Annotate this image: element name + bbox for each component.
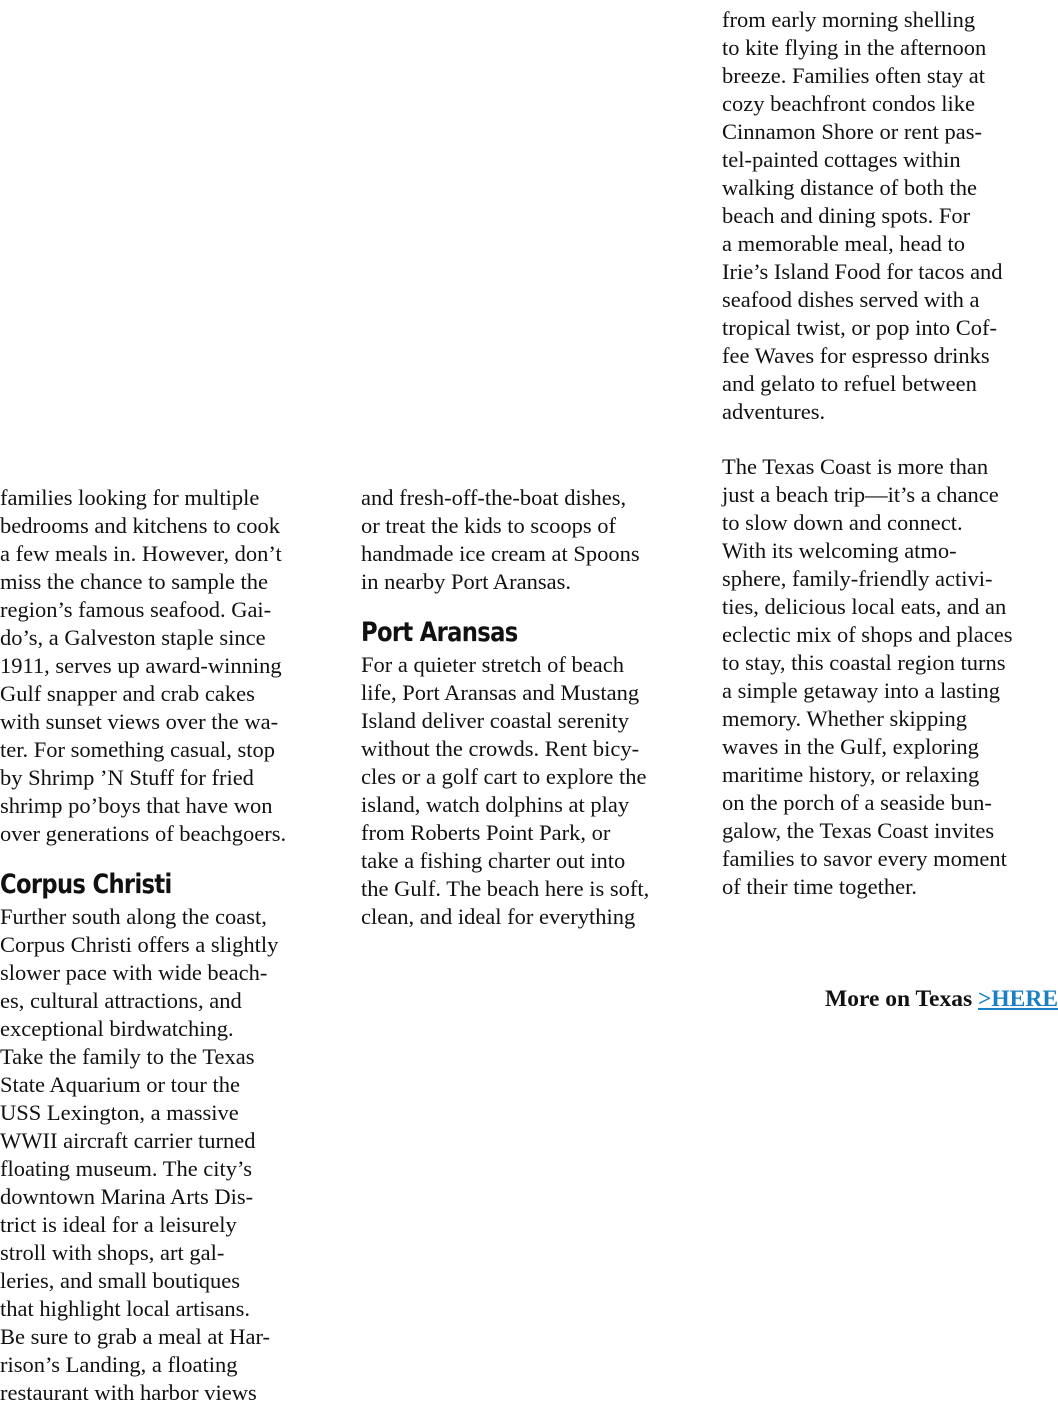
body-text-line: restaurant with harbor views — [0, 1380, 257, 1405]
body-text-line: rison’s Landing, a floating — [0, 1352, 238, 1377]
body-text-line: just a beach trip—it’s a chance — [722, 482, 999, 507]
body-text-line: to stay, this coastal region turns — [722, 650, 1006, 675]
body-text-line: to slow down and connect. — [722, 510, 963, 535]
body-text-line: miss the chance to sample the — [0, 569, 269, 594]
body-text-line: seafood dishes served with a — [722, 287, 980, 312]
body-text-line: Be sure to grab a meal at Har- — [0, 1324, 271, 1349]
body-text-line: tropical twist, or pop into Cof- — [722, 315, 997, 340]
body-text-line: memory. Whether skipping — [722, 706, 967, 731]
body-text-line: floating museum. The city’s — [0, 1156, 253, 1181]
body-text-line: stroll with shops, art gal- — [0, 1240, 225, 1265]
body-text-line: take a fishing charter out into — [361, 848, 626, 873]
body-text-line: do’s, a Galveston staple since — [0, 625, 266, 650]
body-text-line: slower pace with wide beach- — [0, 960, 268, 985]
body-text-line: and fresh-off-the-boat dishes, — [361, 485, 627, 510]
body-text-line: es, cultural attractions, and — [0, 988, 242, 1013]
body-text-line: clean, and ideal for everything — [361, 904, 636, 929]
body-text-line: handmade ice cream at Spoons — [361, 541, 640, 566]
here-link[interactable]: >HERE — [978, 986, 1058, 1012]
body-text-line: tel-painted cottages within — [722, 147, 961, 172]
body-text-line: downtown Marina Arts Dis- — [0, 1184, 254, 1209]
body-text-line: State Aquarium or tour the — [0, 1072, 240, 1097]
body-text-line: families to savor every moment — [722, 846, 1007, 871]
body-text-line: breeze. Families often stay at — [722, 63, 986, 88]
body-text-line: over generations of beachgoers. — [0, 821, 287, 846]
body-text-line: shrimp po’boys that have won — [0, 793, 273, 818]
body-text-line: from Roberts Point Park, or — [361, 820, 611, 845]
body-text-line: waves in the Gulf, exploring — [722, 734, 979, 759]
body-text-line: 1911, serves up award-winning — [0, 653, 282, 678]
body-text-line: with sunset views over the wa- — [0, 709, 279, 734]
more-on-texas: More on Texas >HERE — [825, 984, 1058, 1014]
body-text-line: life, Port Aransas and Mustang — [361, 680, 640, 705]
body-text-line: by Shrimp ’N Stuff for fried — [0, 765, 254, 790]
body-text-line: Irie’s Island Food for tacos and — [722, 259, 1003, 284]
section-heading: Port Aransas — [361, 617, 518, 648]
body-text-line: The Texas Coast is more than — [722, 454, 989, 479]
body-text-line: that highlight local artisans. — [0, 1296, 250, 1321]
body-text-line: exceptional birdwatching. — [0, 1016, 234, 1041]
body-text-line: walking distance of both the — [722, 175, 977, 200]
body-text-line: ties, delicious local eats, and an — [722, 594, 1007, 619]
body-text-line: without the crowds. Rent bicy- — [361, 736, 640, 761]
body-text-line: adventures. — [722, 399, 826, 424]
body-text-line: Further south along the coast, — [0, 904, 267, 929]
body-text-line: of their time together. — [722, 874, 917, 899]
body-text-line: Island deliver coastal serenity — [361, 708, 630, 733]
body-text-line: island, watch dolphins at play — [361, 792, 630, 817]
body-text-line: families looking for multiple — [0, 485, 260, 510]
body-text-line: For a quieter stretch of beach — [361, 652, 625, 677]
section-heading: Corpus Christi — [0, 869, 172, 900]
body-text-line: Take the family to the Texas — [0, 1044, 255, 1069]
body-text-line: fee Waves for espresso drinks — [722, 343, 990, 368]
body-text-line: maritime history, or relaxing — [722, 762, 980, 787]
body-text-line: a memorable meal, head to — [722, 231, 966, 256]
body-text-line: sphere, family-friendly activi- — [722, 566, 993, 591]
body-text-line: Cinnamon Shore or rent pas- — [722, 119, 982, 144]
body-text-line: eclectic mix of shops and places — [722, 622, 1013, 647]
body-text-line: beach and dining spots. For — [722, 203, 971, 228]
body-text-line: and gelato to refuel between — [722, 371, 977, 396]
body-text-line: a simple getaway into a lasting — [722, 678, 1001, 703]
body-text-line: a few meals in. However, don’t — [0, 541, 282, 566]
body-text-line: With its welcoming atmo- — [722, 538, 957, 563]
body-text-line: in nearby Port Aransas. — [361, 569, 571, 594]
body-text-line: Gulf snapper and crab cakes — [0, 681, 255, 706]
body-text-line: on the porch of a seaside bun- — [722, 790, 992, 815]
body-text-line: trict is ideal for a leisurely — [0, 1212, 237, 1237]
body-text-line: cles or a golf cart to explore the — [361, 764, 647, 789]
body-text-line: bedrooms and kitchens to cook — [0, 513, 280, 538]
body-text-line: cozy beachfront condos like — [722, 91, 976, 116]
body-text-line: or treat the kids to scoops of — [361, 513, 616, 538]
body-text-line: to kite flying in the afternoon — [722, 35, 987, 60]
body-text-line: USS Lexington, a massive — [0, 1100, 239, 1125]
body-text-line: the Gulf. The beach here is soft, — [361, 876, 650, 901]
body-text-line: leries, and small boutiques — [0, 1268, 240, 1293]
body-text-line: WWII aircraft carrier turned — [0, 1128, 256, 1153]
body-text-line: from early morning shelling — [722, 7, 976, 32]
body-text-line: ter. For something casual, stop — [0, 737, 275, 762]
body-text-line: galow, the Texas Coast invites — [722, 818, 995, 843]
body-text-line: Corpus Christi offers a slightly — [0, 932, 279, 957]
body-text-line: region’s famous seafood. Gai- — [0, 597, 272, 622]
more-on-texas-label: More on Texas — [825, 986, 973, 1012]
